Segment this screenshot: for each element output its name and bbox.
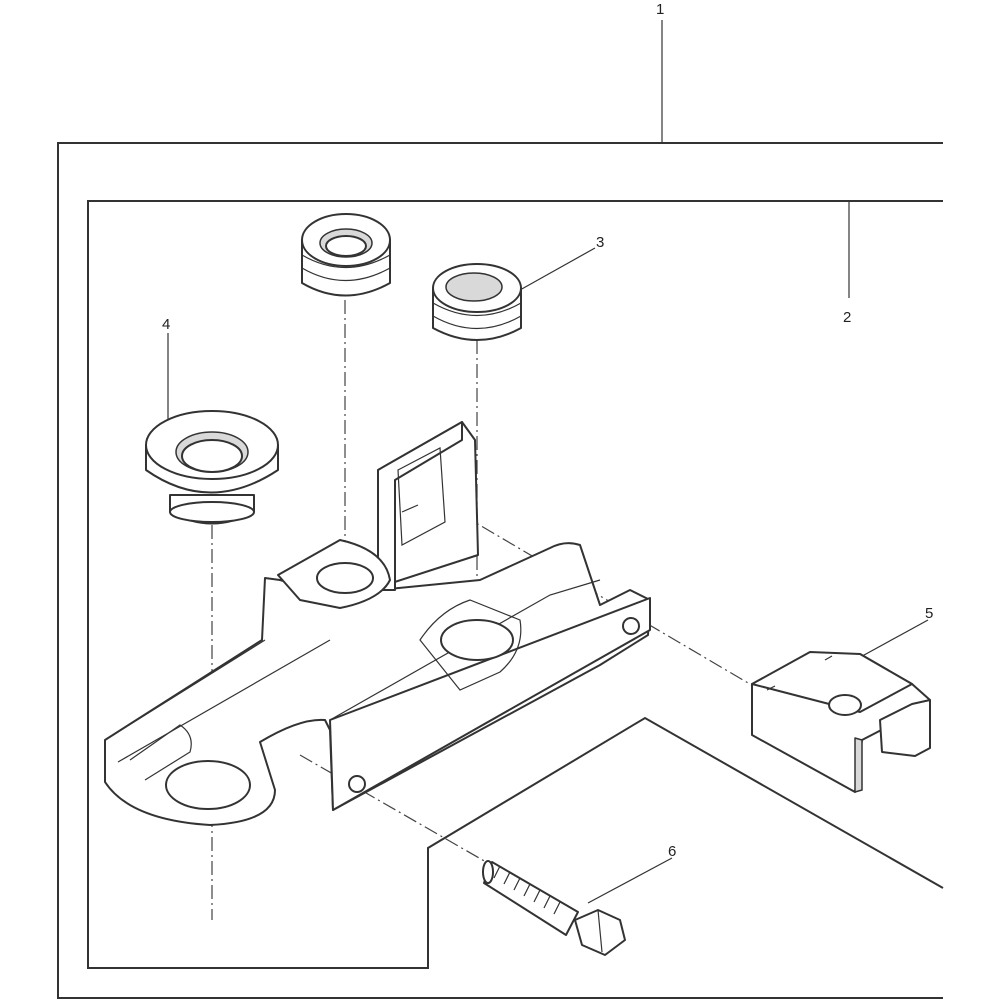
- bracket-part: [104, 421, 651, 826]
- callout-5: 5: [925, 605, 933, 622]
- grommet-part: [432, 263, 522, 341]
- assembly-frame-outline: [57, 142, 943, 999]
- leader-line-5: [854, 619, 929, 661]
- callout-4: 4: [162, 316, 170, 333]
- callout-3: 3: [596, 234, 604, 251]
- flanged-bushing-part: [145, 410, 279, 525]
- subassembly-frame-outline: [87, 200, 944, 969]
- callout-1: 1: [656, 1, 664, 18]
- hex-bolt-part: [482, 860, 626, 956]
- callout-6: 6: [668, 843, 676, 860]
- grommet-upper-left-part: [301, 213, 391, 297]
- leader-line-6: [587, 857, 673, 904]
- centerline-bolt: [299, 754, 501, 871]
- leader-line-3: [519, 247, 596, 291]
- callout-2: 2: [843, 309, 851, 326]
- clip-block-part: [751, 651, 931, 793]
